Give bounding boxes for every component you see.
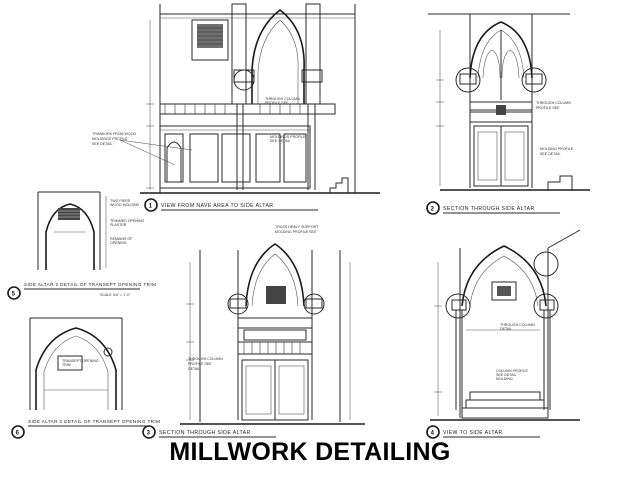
svg-text:PROFILE SEE: PROFILE SEE	[265, 101, 289, 105]
svg-text:TRIMMED OPENING: TRIMMED OPENING	[110, 219, 145, 223]
view-5-title: SIDE ALTAR 2 DETAIL OF TRANSEPT OPENING …	[24, 282, 156, 287]
view-2-title: SECTION THROUGH SIDE ALTAR	[443, 206, 535, 212]
view-5-number: 5	[12, 292, 16, 298]
svg-text:OPENING: OPENING	[110, 241, 127, 245]
svg-text:PROFILE SEE: PROFILE SEE	[188, 362, 212, 366]
svg-text:MOLDING PROFILE: MOLDING PROFILE	[540, 147, 574, 151]
svg-text:REMAINS OF: REMAINS OF	[110, 237, 133, 241]
view-3-number: 3	[147, 431, 151, 437]
view-5-detail: TWO PIERS WOOD MOLDING TRIMMED OPENING P…	[7, 191, 156, 300]
view-4-number: 4	[431, 431, 435, 437]
svg-text:TRUSS HEAVY SUPPORT: TRUSS HEAVY SUPPORT	[275, 225, 319, 229]
svg-text:MOLDING: MOLDING	[496, 377, 513, 381]
view-6-detail: TRANSEPT OPENING TRIM 6 SIDE ALTAR 2 DET…	[11, 317, 160, 439]
svg-text:SEE DETAIL: SEE DETAIL	[92, 142, 113, 146]
view-3-title: SECTION THROUGH SIDE ALTAR	[159, 430, 251, 436]
svg-text:TRANSEPT OPENING: TRANSEPT OPENING	[62, 359, 99, 363]
svg-text:MOLDINGS PROFILE: MOLDINGS PROFILE	[270, 135, 306, 139]
view-5-scale: SCALE 3/4" = 1'-0"	[100, 293, 131, 297]
svg-text:COLUMN PROFILE: COLUMN PROFILE	[496, 369, 529, 373]
svg-text:TRIMWORK FROM WOOD: TRIMWORK FROM WOOD	[92, 132, 137, 136]
svg-text:TRIM: TRIM	[62, 363, 71, 367]
view-1-title: VIEW FROM NAVE AREA TO SIDE ALTAR	[161, 203, 273, 209]
view-4-elevation: THROUGH COLUMN DETAIL COLUMN PROFILE SEE…	[426, 229, 581, 439]
svg-text:WOOD MOLDING: WOOD MOLDING	[110, 203, 140, 207]
view-2-section: THROUGH COLUMN PROFILE SEE MOLDING PROFI…	[426, 13, 590, 215]
svg-text:PLASTER: PLASTER	[110, 223, 127, 227]
svg-text:DETAIL: DETAIL	[188, 367, 200, 371]
svg-text:MOLDINGS PROFILE: MOLDINGS PROFILE	[92, 137, 128, 141]
svg-text:SEE DETAIL: SEE DETAIL	[540, 152, 561, 156]
svg-text:MOLDING PROFILE SEE: MOLDING PROFILE SEE	[275, 230, 317, 234]
sheet-caption: MILLWORK DETAILING	[169, 438, 451, 466]
view-3-section: TRUSS HEAVY SUPPORT MOLDING PROFILE SEE …	[142, 225, 365, 439]
view-4-title: VIEW TO SIDE ALTAR	[443, 430, 503, 436]
view-2-number: 2	[431, 207, 435, 213]
view-1-number: 1	[149, 204, 153, 210]
svg-text:DETAIL: DETAIL	[500, 327, 512, 331]
svg-text:THROUGH COLUMN: THROUGH COLUMN	[188, 357, 223, 361]
svg-text:THROUGH COLUMN: THROUGH COLUMN	[500, 323, 535, 327]
svg-text:PROFILE SEE: PROFILE SEE	[536, 106, 560, 110]
svg-text:SEE DETAIL: SEE DETAIL	[496, 373, 517, 377]
svg-text:TWO PIERS: TWO PIERS	[110, 199, 131, 203]
view-1-elevation: TRIMWORK FROM WOOD MOLDINGS PROFILE SEE …	[92, 3, 380, 212]
view-6-number: 6	[16, 431, 20, 437]
view-6-title: SIDE ALTAR 2 DETAIL OF TRANSEPT OPENING …	[28, 419, 160, 424]
svg-text:THROUGH COLUMN: THROUGH COLUMN	[265, 97, 300, 101]
svg-text:THROUGH COLUMN: THROUGH COLUMN	[536, 101, 571, 105]
svg-text:SEE DETAIL: SEE DETAIL	[270, 139, 291, 143]
